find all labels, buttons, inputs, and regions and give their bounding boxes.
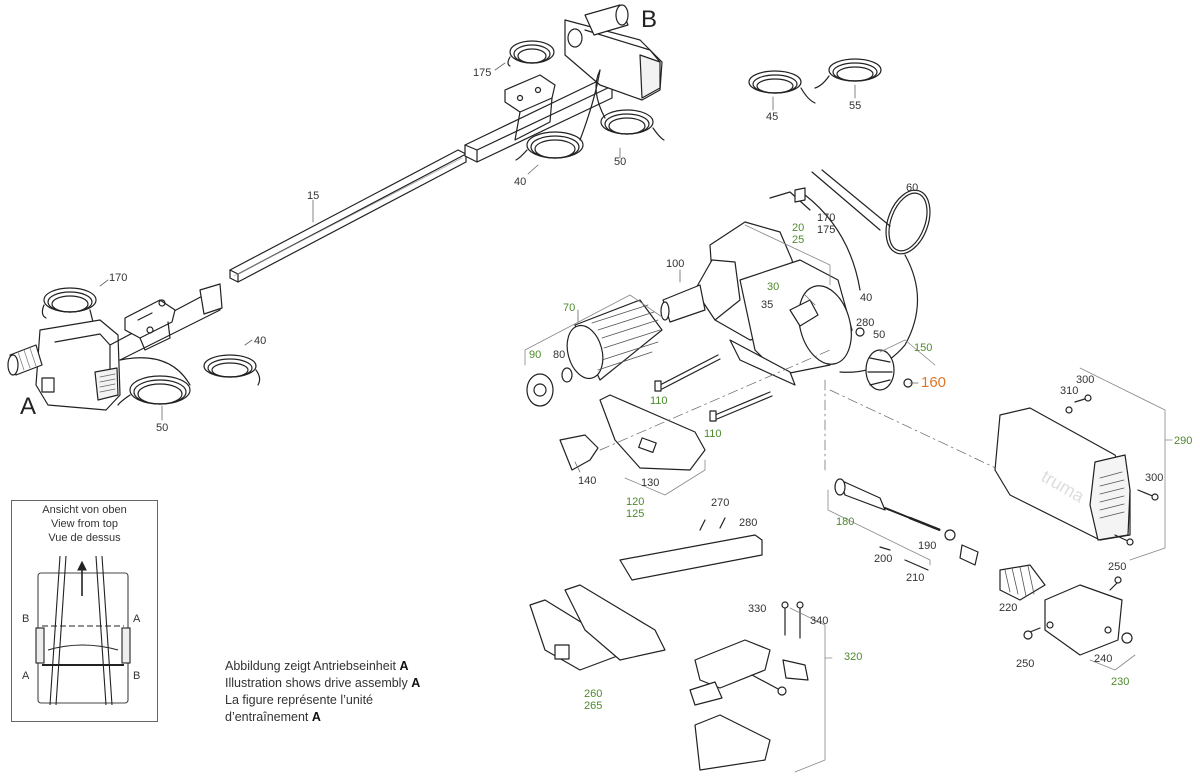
part-label-55: 55 xyxy=(849,100,862,112)
part-label-250-a: 250 xyxy=(1108,561,1127,573)
drive-unit-b xyxy=(464,4,665,175)
part-label-110-a: 110 xyxy=(650,395,668,407)
part-label-90: 90 xyxy=(529,349,542,361)
part-label-210: 210 xyxy=(906,572,925,584)
corner-label-bottom-right: B xyxy=(133,670,141,682)
top-view-title-fr: Vue de dessus xyxy=(48,532,121,544)
part-label-300-a: 300 xyxy=(1076,374,1095,386)
part-label-15: 15 xyxy=(307,190,320,202)
part-label-270: 270 xyxy=(711,497,730,509)
cable-coil-50-b xyxy=(595,69,665,141)
part-label-200: 200 xyxy=(874,553,893,565)
part-label-40-c: 40 xyxy=(860,292,873,304)
part-label-190: 190 xyxy=(918,540,937,552)
part-label-60: 60 xyxy=(906,182,919,194)
drive-assembly-note: Abbildung zeigt Antriebseinheit A Illust… xyxy=(225,658,420,726)
part-label-50-a: 50 xyxy=(156,422,169,434)
part-label-80: 80 xyxy=(553,349,566,361)
impeller-150 xyxy=(865,349,913,391)
part-label-100: 100 xyxy=(666,258,685,270)
part-label-290: 290 xyxy=(1174,435,1193,447)
note-line-en: Illustration shows drive assembly A xyxy=(225,676,421,690)
corner-label-bottom-left: A xyxy=(22,670,30,682)
part-label-175-b: 175 xyxy=(473,67,492,79)
cable-coil-175-b xyxy=(507,40,555,67)
part-label-40-b: 40 xyxy=(514,176,527,188)
corner-label-top-left: B xyxy=(22,613,30,625)
part-label-40-a: 40 xyxy=(254,335,267,347)
part-label-260-265: 260 265 xyxy=(584,688,603,712)
top-view-inset: Ansicht von oben View from top Vue de de… xyxy=(11,500,158,722)
part-label-340: 340 xyxy=(810,615,829,627)
part-label-240: 240 xyxy=(1094,653,1113,665)
assembly-label-a: A xyxy=(20,393,37,420)
part-label-280-b: 280 xyxy=(739,517,758,529)
part-label-170-175: 170 175 xyxy=(817,212,836,236)
part-label-250-b: 250 xyxy=(1016,658,1035,670)
part-label-110-b: 110 xyxy=(704,428,722,440)
cable-coil-40-b xyxy=(515,69,601,161)
part-label-120-125: 120 125 xyxy=(626,496,645,520)
part-label-230: 230 xyxy=(1111,676,1130,688)
connecting-tube-15 xyxy=(229,149,467,283)
drive-roller-70 xyxy=(566,299,663,381)
part-label-35: 35 xyxy=(761,299,774,311)
cover-290: truma xyxy=(994,367,1173,561)
part-label-70: 70 xyxy=(563,302,576,314)
clamp-assembly-320 xyxy=(689,601,833,773)
motor-assembly xyxy=(524,169,1001,496)
part-label-160: 160 xyxy=(921,374,947,391)
note-line-fr-2: d’entraînement A xyxy=(225,710,321,724)
assembly-label-b: B xyxy=(641,6,658,33)
part-label-45: 45 xyxy=(766,111,779,123)
top-view-title-de: Ansicht von oben xyxy=(42,504,127,516)
spindle-assembly-180 xyxy=(827,478,1136,671)
part-label-150: 150 xyxy=(914,342,933,354)
part-label-140: 140 xyxy=(578,475,597,487)
part-label-20-25: 20 25 xyxy=(792,222,805,246)
corner-label-top-right: A xyxy=(133,613,141,625)
note-line-de: Abbildung zeigt Antriebseinheit A xyxy=(225,659,409,673)
part-label-50-b: 50 xyxy=(614,156,627,168)
drive-unit-a xyxy=(7,279,261,421)
part-label-50-c: 50 xyxy=(873,329,886,341)
part-label-300-b: 300 xyxy=(1145,472,1164,484)
part-label-180: 180 xyxy=(836,516,855,528)
cable-coil-45 xyxy=(748,70,816,111)
part-label-310: 310 xyxy=(1060,385,1079,397)
part-label-130: 130 xyxy=(641,477,660,489)
part-label-330: 330 xyxy=(748,603,767,615)
mounting-frame-260 xyxy=(529,517,763,671)
part-label-30: 30 xyxy=(767,281,780,293)
part-label-170-a: 170 xyxy=(109,272,128,284)
part-label-220: 220 xyxy=(999,602,1018,614)
note-line-fr-1: La figure représente l’unité xyxy=(225,693,374,707)
cable-coil-55 xyxy=(814,58,882,99)
cable-coil-50-a xyxy=(117,357,191,406)
cable-coil-40-a xyxy=(203,354,261,386)
top-view-title-en: View from top xyxy=(50,518,119,530)
part-label-320: 320 xyxy=(844,651,863,663)
part-label-280-a: 280 xyxy=(856,317,875,329)
